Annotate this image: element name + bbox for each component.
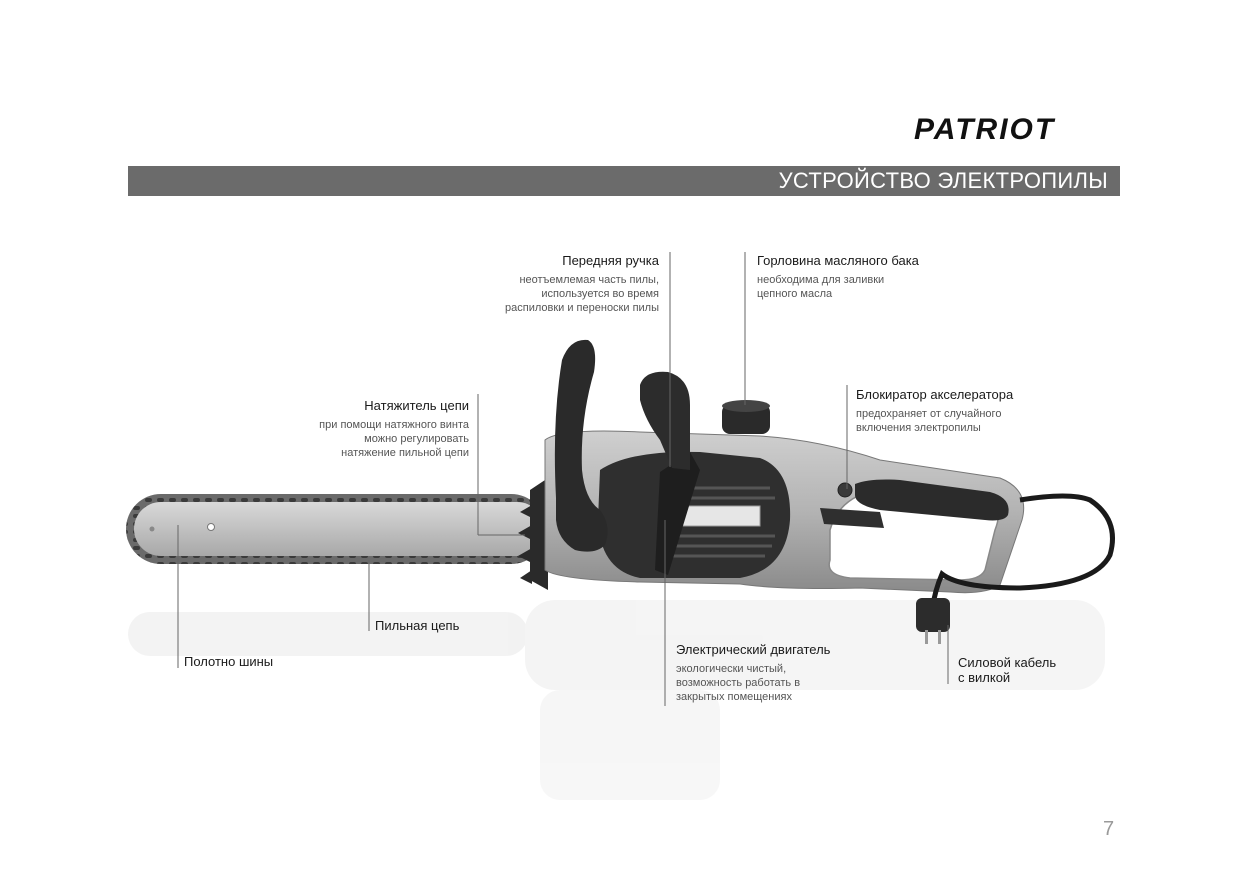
label-oil-tank: Горловина масляного бака: [757, 253, 919, 268]
reflection: [128, 600, 1105, 800]
bumper-spikes: [518, 478, 548, 590]
label-chain-tensioner: Натяжитель цепи: [364, 398, 469, 413]
desc-front-handle-1: неотъемлемая часть пилы,: [519, 274, 659, 286]
label-motor: Электрический двигатель: [676, 642, 831, 657]
power-cable: [916, 493, 1115, 644]
desc-motor-1: экологически чистый,: [676, 663, 787, 675]
desc-front-handle-3: распиловки и переноски пилы: [505, 302, 659, 314]
desc-motor-2: возможность работать в: [676, 677, 801, 689]
desc-oil-tank-1: необходима для заливки: [757, 274, 885, 286]
leader-lines: [177, 252, 949, 706]
patriot-logo: PATRIOT: [914, 113, 1056, 146]
desc-front-handle-2: используется во время: [541, 288, 659, 300]
motor-cover: [598, 451, 791, 578]
svg-text:PATRIOT: PATRIOT: [914, 113, 1056, 146]
desc-oil-tank-2: цепного масла: [757, 288, 833, 300]
page-number: 7: [1103, 818, 1115, 840]
desc-chain-tensioner-1: при помощи натяжного винта: [319, 419, 469, 431]
label-saw-chain: Пильная цепь: [375, 618, 460, 633]
label-throttle-lock: Блокиратор акселератора: [856, 387, 1014, 402]
label-front-handle: Передняя ручка: [562, 253, 659, 268]
section-title-bar: УСТРОЙСТВО ЭЛЕКТРОПИЛЫ: [128, 166, 1120, 196]
desc-motor-3: закрытых помещениях: [676, 691, 792, 703]
label-power-cable-2: с вилкой: [958, 670, 1011, 685]
guide-bar: [126, 494, 546, 564]
desc-throttle-lock-1: предохраняет от случайного: [856, 408, 1002, 420]
label-power-cable-1: Силовой кабель: [958, 655, 1057, 670]
label-guide-bar: Полотно шины: [184, 654, 274, 669]
page-title: УСТРОЙСТВО ЭЛЕКТРОПИЛЫ: [778, 168, 1108, 193]
desc-chain-tensioner-3: натяжение пильной цепи: [341, 447, 469, 459]
oil-tank-cap: [722, 400, 770, 434]
desc-chain-tensioner-2: можно регулировать: [364, 433, 469, 445]
desc-throttle-lock-2: включения электропилы: [856, 422, 981, 434]
front-handle: [554, 339, 690, 552]
